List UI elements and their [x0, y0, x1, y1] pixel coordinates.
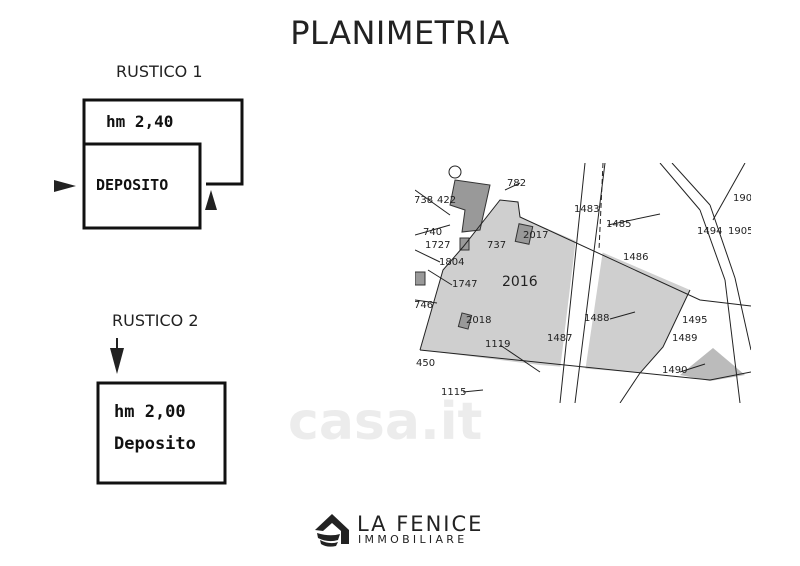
entry-arrow-icon	[54, 180, 76, 192]
watermark: casa.it	[288, 392, 483, 452]
logo-name: LA FENICE	[357, 512, 484, 536]
parcel-label: 1495	[682, 315, 707, 326]
entry-arrow-icon	[205, 190, 217, 210]
parcel-label: 1487	[547, 333, 572, 344]
parcel-label: 1905	[728, 226, 753, 237]
parcel-2016-area	[420, 200, 690, 373]
rustico2-room: Deposito	[114, 434, 196, 454]
parcel-label: 1119	[485, 339, 510, 350]
parcel-label: 1490	[662, 365, 687, 376]
rustico1-label: RUSTICO 1	[116, 62, 203, 81]
rustico1-outline	[82, 98, 244, 186]
parcel-label: 2016	[502, 274, 538, 290]
parcel-1490-area	[680, 348, 745, 381]
page-title: PLANIMETRIA	[290, 14, 510, 52]
parcel-labels: 782 738 422 1483 1485 740 1727 737 2017 …	[414, 178, 753, 398]
parcel-label: 1804	[439, 257, 464, 268]
parcel-label: 190	[733, 193, 752, 204]
rustico2-deposito-room	[96, 381, 227, 485]
parcel-label: 450	[416, 358, 435, 369]
rustico2-label: RUSTICO 2	[112, 311, 199, 330]
parcel-label: 1115	[441, 387, 466, 398]
parcel-label: 737	[487, 240, 506, 251]
parcel-label: 1486	[623, 252, 648, 263]
parcel-label: 2018	[466, 315, 491, 326]
rustico1-deposito-room	[82, 142, 202, 230]
rustico1-room: DEPOSITO	[96, 176, 169, 194]
entry-arrow-icon	[110, 348, 124, 374]
parcel-label: 746	[414, 300, 433, 311]
parcel-label: 2017	[523, 230, 548, 241]
parcel-label: 1727	[425, 240, 450, 251]
parcel-label: 1485	[606, 219, 631, 230]
parcel-label: 738	[414, 195, 433, 206]
parcel-label: 1489	[672, 333, 697, 344]
parcel-label: 740	[423, 227, 442, 238]
parcel-label: 1483	[574, 204, 599, 215]
parcel-label: 1494	[697, 226, 722, 237]
logo-subtitle: IMMOBILIARE	[358, 533, 468, 546]
parcel-label: 782	[507, 178, 526, 189]
parcel-label: 422	[437, 195, 456, 206]
parcel-label: 1747	[452, 279, 477, 290]
parcel-label: 1488	[584, 313, 609, 324]
rustico1-height: hm 2,40	[106, 112, 174, 131]
rustico2-height: hm 2,00	[114, 402, 186, 422]
